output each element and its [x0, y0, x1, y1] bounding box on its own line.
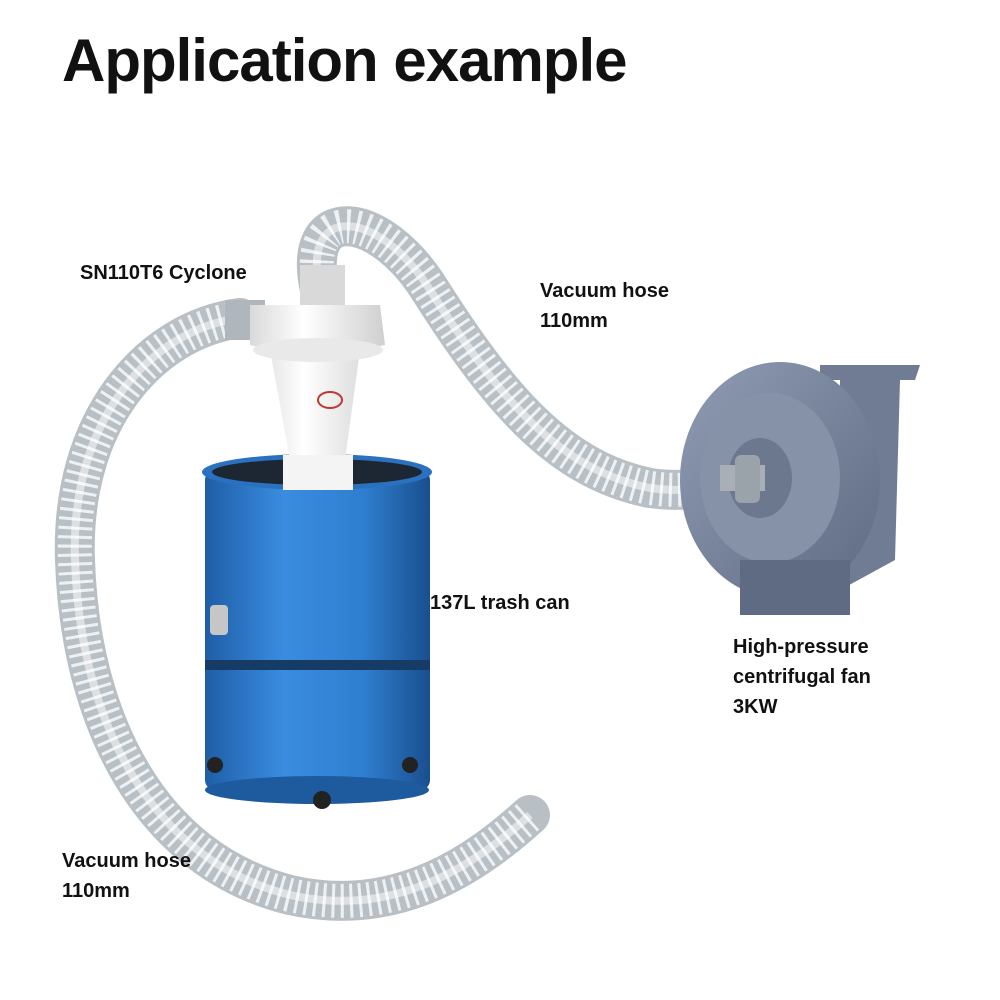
page-title: Application example — [62, 27, 627, 94]
vacuum-hose-top — [296, 206, 765, 510]
vacuum-hose-bottom — [54, 298, 550, 921]
hose-top-label: Vacuum hose 110mm — [540, 276, 669, 336]
cyclone-separator — [225, 265, 385, 490]
hose-bottom-label: Vacuum hose 110mm — [62, 846, 191, 906]
trash-can-label: 137L trash can — [430, 592, 570, 614]
cyclone-label: SN110T6 Cyclone — [80, 262, 247, 284]
hose-top-label-line-1: Vacuum hose — [540, 280, 669, 302]
fan-label-line-3: 3KW — [733, 696, 778, 718]
hose-top-label-line-2: 110mm — [540, 310, 608, 332]
centrifugal-fan — [680, 362, 920, 615]
trash-can — [202, 454, 432, 809]
hose-bottom-label-line-1: Vacuum hose — [62, 850, 191, 872]
fan-label-line-2: centrifugal fan — [733, 666, 871, 688]
hose-bottom-label-line-2: 110mm — [62, 880, 130, 902]
fan-label: High-pressure centrifugal fan 3KW — [733, 632, 871, 722]
fan-label-line-1: High-pressure — [733, 636, 869, 658]
